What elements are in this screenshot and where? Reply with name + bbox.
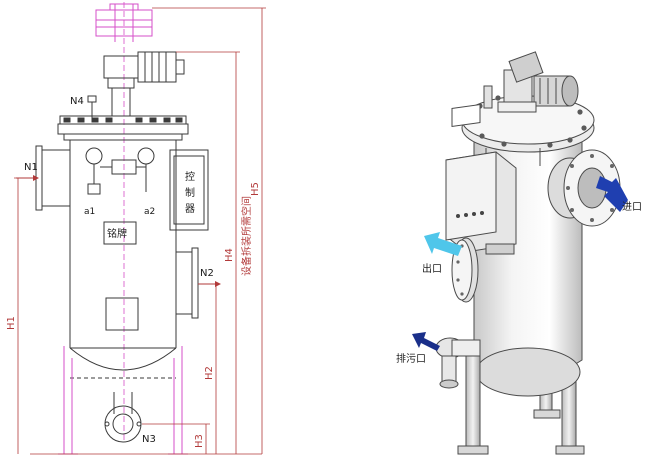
render-motor	[497, 51, 579, 113]
dimension-h4	[176, 51, 240, 454]
vessel-shell	[69, 140, 177, 379]
label-h5: H5	[250, 182, 261, 196]
dimension-h5	[152, 7, 266, 454]
top-flange	[57, 115, 189, 141]
nozzle-n2	[175, 247, 199, 319]
nozzle-n4	[87, 95, 97, 118]
label-drain: 排污口	[396, 352, 426, 365]
label-a2: a2	[144, 207, 155, 217]
label-n1: N1	[24, 162, 38, 173]
label-n3: N3	[142, 434, 156, 445]
label-n2: N2	[200, 268, 214, 279]
label-outlet: 出口	[422, 262, 442, 275]
control-box	[169, 149, 209, 231]
outlet-arrow	[424, 232, 462, 256]
control-box-char-1: 控	[185, 170, 195, 183]
label-a1: a1	[84, 207, 95, 217]
nameplate	[103, 221, 137, 245]
render-vent	[483, 85, 493, 109]
label-h2: H2	[204, 366, 215, 380]
nameplate-label: 铭牌	[107, 227, 127, 240]
nozzle-n3	[104, 392, 142, 443]
render-drain-pipe	[435, 337, 481, 389]
pressure-gauge-a1	[85, 147, 103, 195]
top-lifting-flange	[95, 3, 153, 42]
drain-arrow	[412, 332, 440, 351]
motor-assembly	[103, 51, 185, 117]
dimension-h1	[14, 177, 36, 454]
label-h3: H3	[194, 434, 205, 448]
label-h1: H1	[6, 316, 17, 330]
label-inlet: 进口	[622, 201, 642, 213]
label-h4: H4	[224, 248, 235, 262]
nozzle-n1	[35, 145, 71, 211]
engineering-drawing: N4 N1	[6, 2, 266, 455]
support-legs	[58, 346, 188, 455]
render-bottom-dish	[475, 347, 581, 397]
clearance-note: 设备拆装所需空间	[240, 196, 253, 276]
pressure-gauge-a2	[137, 147, 155, 192]
inspection-plate	[105, 297, 139, 331]
gauge-manifold	[100, 159, 146, 175]
dimension-h3	[142, 423, 210, 454]
render-control-box	[445, 103, 517, 255]
inlet-arrow	[596, 176, 628, 212]
control-box-char-3: 器	[185, 203, 195, 215]
label-n4: N4	[70, 96, 84, 107]
filter-render: 进口 出口 排污口	[396, 51, 642, 455]
control-box-char-2: 制	[185, 186, 195, 199]
